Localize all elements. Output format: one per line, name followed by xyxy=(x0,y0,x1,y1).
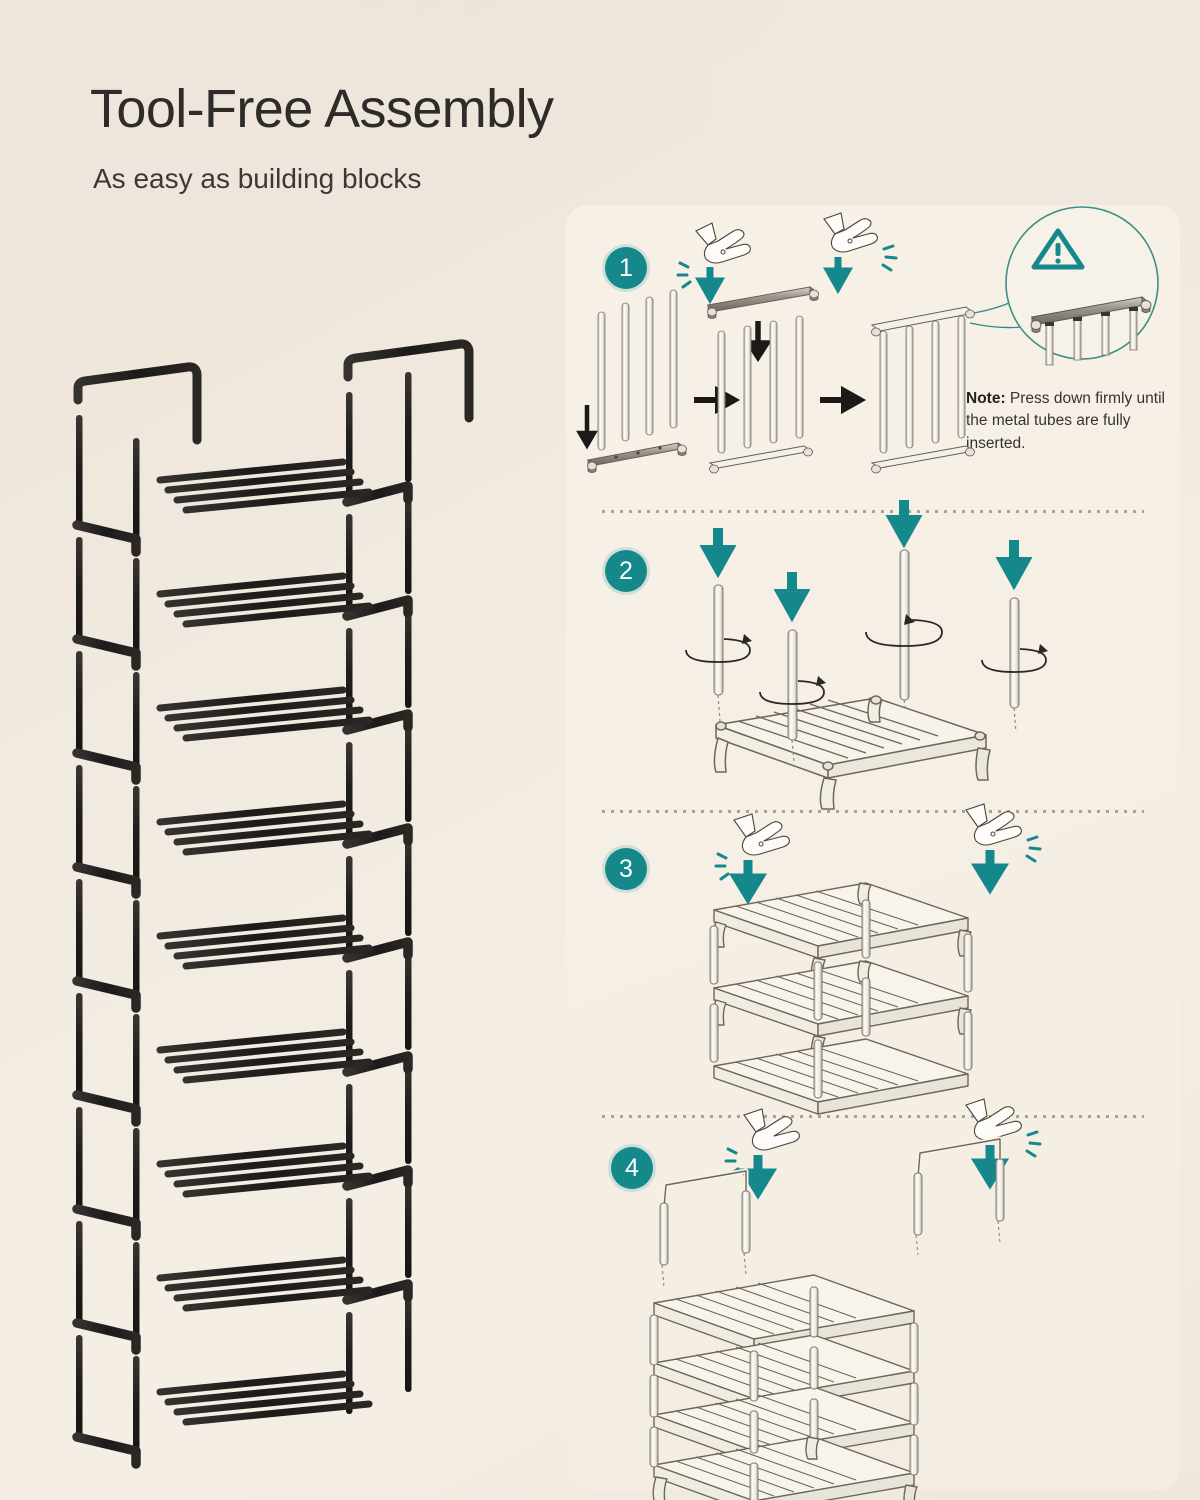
stacked-tiers xyxy=(709,882,973,1115)
step-1-note-label: Note: xyxy=(966,390,1006,407)
connector-tubes xyxy=(709,899,973,1099)
page-title: Tool-Free Assembly xyxy=(90,79,554,139)
press-hand-3 xyxy=(714,813,790,905)
left-connectors xyxy=(72,520,141,1469)
steps-panel: 1 Note: Press down firmly until the meta… xyxy=(566,205,1180,1500)
rack-feet xyxy=(652,1436,918,1500)
assemble-arrow-black xyxy=(743,321,773,363)
stage-b-base xyxy=(708,445,814,474)
frame-top-left xyxy=(73,362,202,445)
step-divider-2 xyxy=(602,810,1144,813)
tier-1 xyxy=(713,1038,969,1115)
press-hand-2 xyxy=(823,212,898,295)
side-rails xyxy=(659,1136,1005,1288)
callout-detail xyxy=(1030,295,1152,366)
frame-top-right xyxy=(343,339,474,423)
step-3-badge: 3 xyxy=(605,848,647,890)
tube-insert-group-3 xyxy=(865,500,943,711)
warning-triangle-icon xyxy=(1031,228,1085,270)
shelf-rods xyxy=(156,914,373,970)
step-1-note: Note: Press down firmly until the metal … xyxy=(966,388,1171,455)
tube-insert-group-2 xyxy=(759,572,826,763)
shelf-rods xyxy=(156,458,373,514)
step-4-diagram xyxy=(649,1098,1042,1500)
stage-a xyxy=(576,289,688,473)
callout-magnifier xyxy=(969,206,1159,366)
shelf-rods xyxy=(156,572,373,628)
step-2: 2 xyxy=(566,500,1180,810)
step-1: 1 Note: Press down firmly until the meta… xyxy=(566,205,1180,510)
step-4: 4 xyxy=(566,1098,1180,1500)
shelf-rods xyxy=(156,1028,373,1084)
rack-parts xyxy=(72,339,474,1469)
right-vertical-tubes xyxy=(346,372,412,1414)
shelf-rods xyxy=(156,1370,373,1426)
tube-insert-group-4 xyxy=(981,540,1048,733)
step-3: 3 xyxy=(566,803,1180,1115)
shelf-rods xyxy=(156,800,373,856)
press-hand-4 xyxy=(965,803,1042,895)
rack-tier-1 xyxy=(653,1436,915,1500)
step-2-badge: 2 xyxy=(605,550,647,592)
step-2-diagram xyxy=(685,500,1048,810)
shelf-rods xyxy=(156,1142,373,1198)
progress-arrow-1 xyxy=(694,385,741,415)
step-1-badge: 1 xyxy=(605,247,647,289)
press-hand-1 xyxy=(676,222,751,305)
shelf-base-frame xyxy=(713,695,991,810)
press-hand-6 xyxy=(965,1098,1042,1190)
step-1-note-text: Press down firmly until the metal tubes … xyxy=(966,390,1165,452)
rack-vertical-tubes xyxy=(649,1286,919,1500)
progress-arrow-2 xyxy=(820,385,867,415)
shelf-rods xyxy=(156,686,373,742)
base-connector xyxy=(586,442,688,473)
step-3-diagram xyxy=(709,803,1042,1115)
shelf-rod-bundles xyxy=(156,458,373,1426)
step-divider-3 xyxy=(602,1115,1144,1118)
left-vertical-tubes xyxy=(76,415,140,1458)
loose-tubes xyxy=(597,289,678,451)
stage-b xyxy=(708,315,814,474)
insert-arrow-black xyxy=(576,405,598,450)
page-subtitle: As easy as building blocks xyxy=(93,163,422,194)
step-divider-1 xyxy=(602,510,1144,513)
tube-insert-group-1 xyxy=(685,528,752,723)
step-1-diagram xyxy=(576,206,1159,474)
step-4-badge: 4 xyxy=(611,1147,653,1189)
top-connector-bar xyxy=(706,286,820,319)
stage-c xyxy=(870,306,976,474)
shelf-rods xyxy=(156,1256,373,1312)
product-illustration xyxy=(60,339,520,1480)
right-connectors xyxy=(342,481,413,1305)
assembled-rack xyxy=(649,1274,919,1500)
press-hand-5 xyxy=(724,1108,800,1200)
